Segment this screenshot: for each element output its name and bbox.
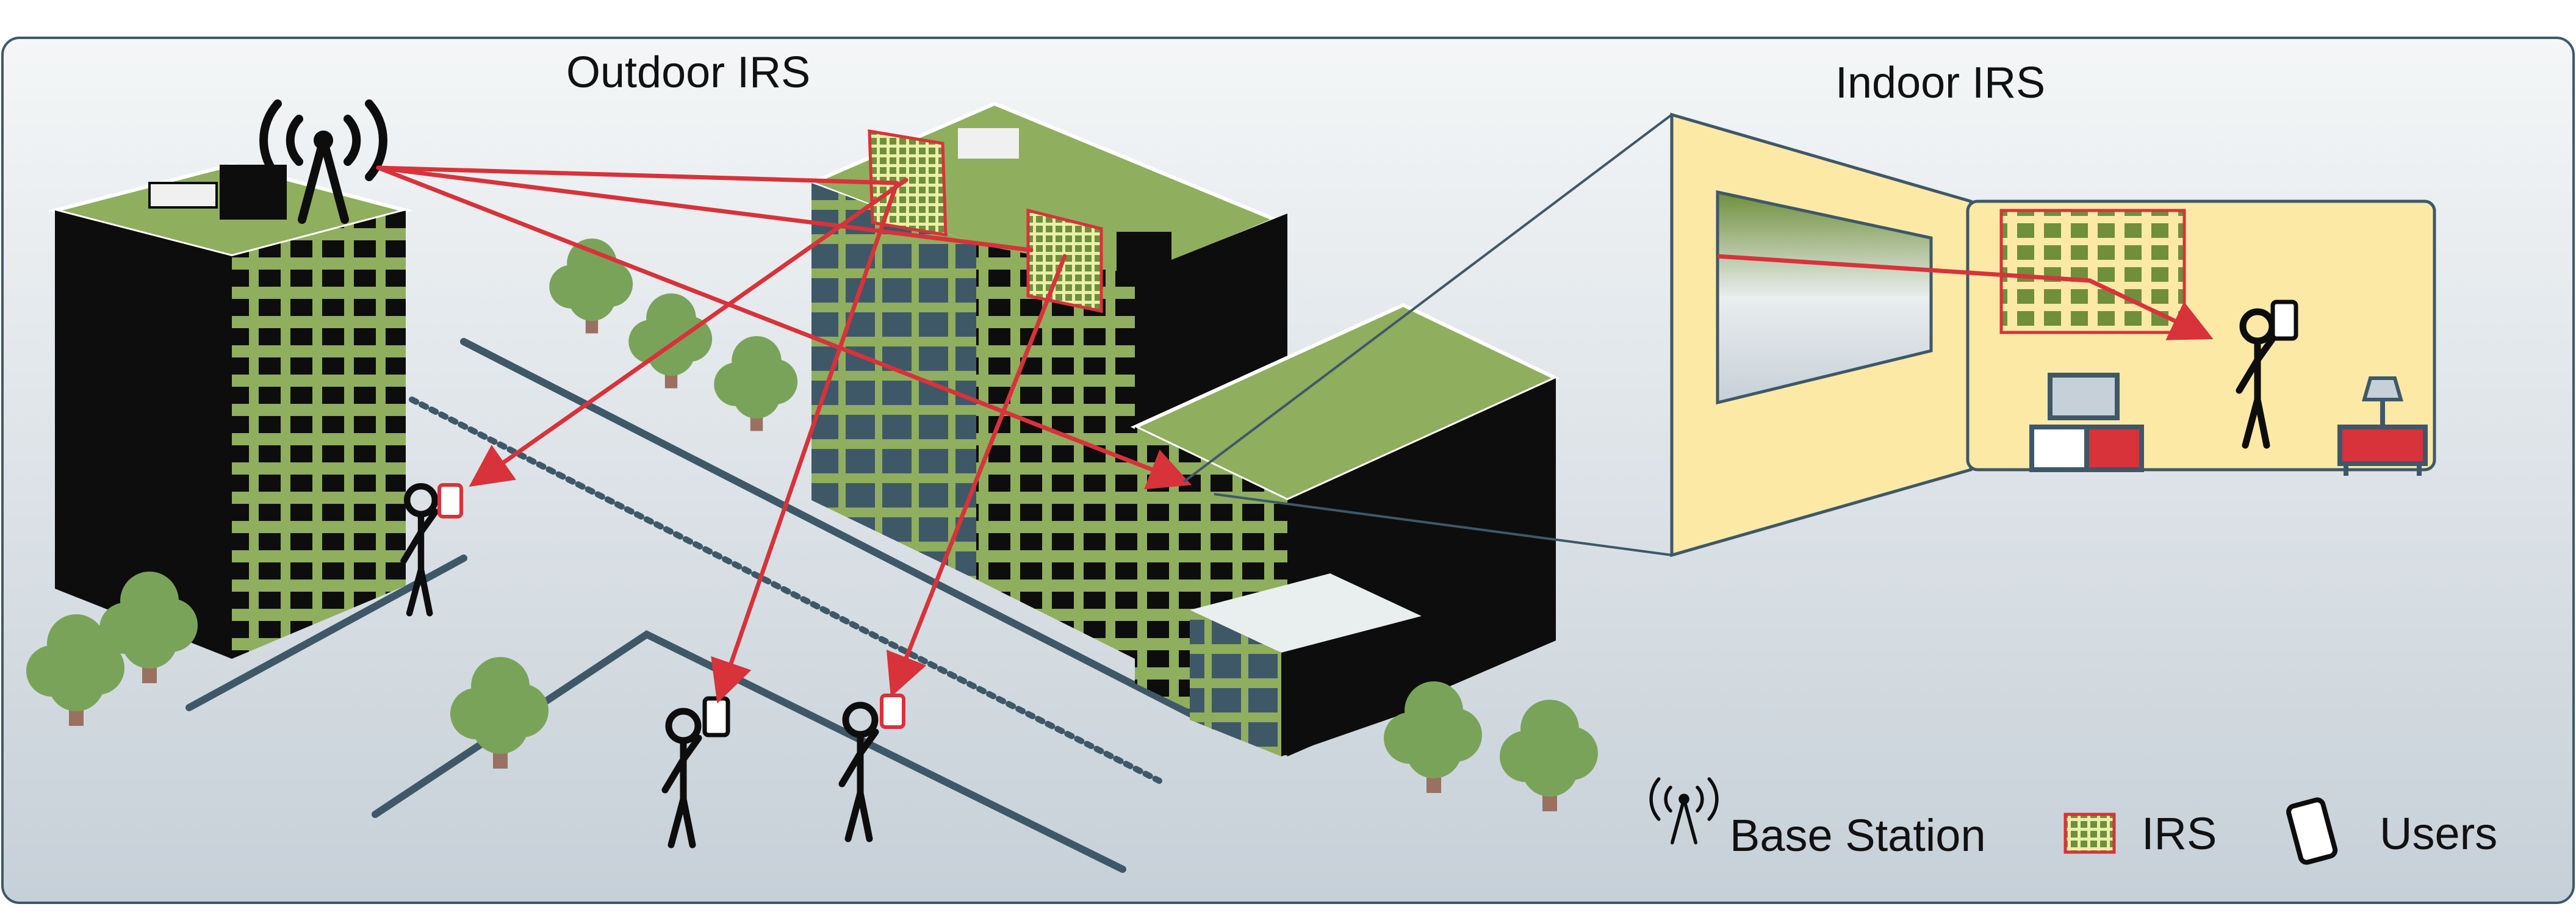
legend-irs-label: IRS (2142, 808, 2217, 859)
irs-icon (2063, 813, 2116, 854)
base-station-legend-icon (1649, 777, 1719, 845)
smartphone-icon (2273, 302, 2296, 339)
smartphone-icon (880, 694, 905, 729)
zoom-projection (1182, 112, 1973, 558)
users-legend-icon (2286, 797, 2338, 865)
signal-paths (376, 165, 1192, 704)
indoor-signal-path (1717, 254, 2214, 340)
smartphone-icon (705, 698, 728, 735)
indoor-room (1717, 199, 2436, 476)
left-building (48, 162, 413, 659)
lamp-icon (2337, 376, 2428, 476)
outdoor-irs-title: Outdoor IRS (566, 48, 810, 97)
legend-users-label: Users (2380, 808, 2497, 859)
base-station-icon (259, 99, 387, 224)
tv-icon (2029, 373, 2144, 472)
legend: Base Station IRS Users (1649, 777, 2497, 865)
right-building (1130, 303, 1561, 756)
indoor-irs-title: Indoor IRS (1835, 59, 2045, 107)
legend-base-station-label: Base Station (1730, 810, 1986, 861)
smartphone-icon (437, 483, 463, 518)
roads (185, 338, 1218, 873)
